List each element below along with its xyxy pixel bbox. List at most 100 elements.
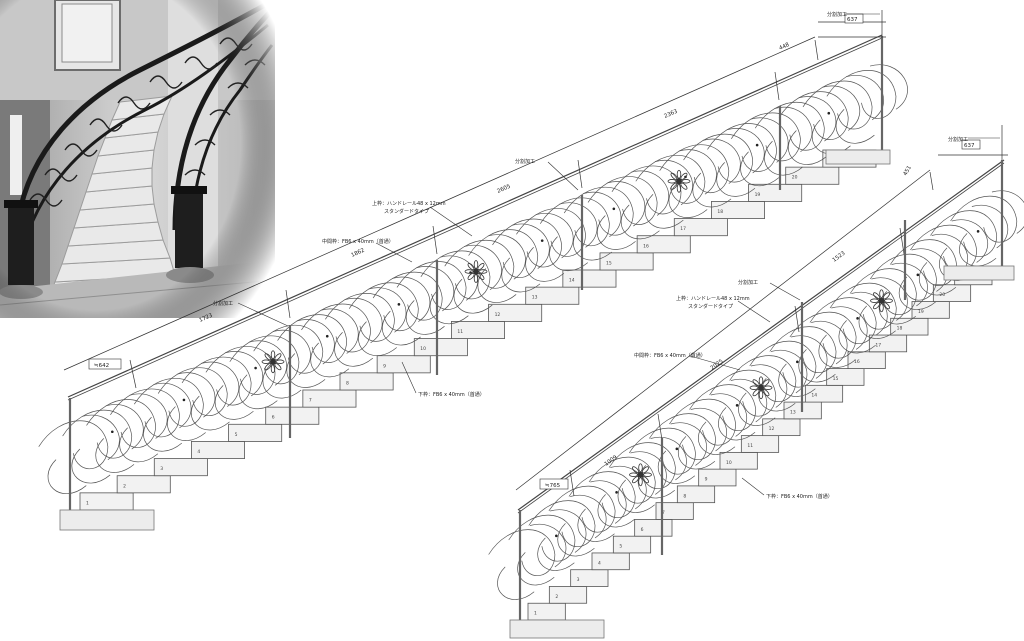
stair-b-scroll-ornament [709,364,788,441]
stair-b-step [740,435,780,453]
stair-a-step [376,355,431,374]
dim-b-3: 1523 [832,250,847,263]
label-a-bottom-rail: 下枠：FB6 x 40mm（首通） [418,391,485,398]
stair-a-rivet [397,303,401,306]
stair-b-step [591,552,630,571]
stair-a-scroll-ornament [659,138,741,218]
stair-a-scroll-ornament [635,149,717,229]
stair-b-step-number: 1 [534,611,537,617]
label-a-split-1: 分割加工 [213,300,233,307]
stair-a-scroll-ornament [492,213,574,293]
label-a-top-rail: 上枠：ハンドレール48 x 12mm [372,200,446,207]
stair-a-step [711,201,765,219]
stair-a-elevation: 123456789101112131415161718192021 [38,10,908,531]
dim-a-1: 1723 [198,312,214,323]
dim-b-0: ≒765 [545,483,561,489]
stair-b-step-number: 14 [811,393,817,399]
stair-b-scroll-ornament [488,523,567,600]
stair-a-scroll-ornament [301,297,383,378]
dim-a-2: 1862 [350,248,365,259]
stair-b-step-number: 13 [790,409,796,415]
stair-a-step [116,475,171,494]
staircase-photo [0,0,275,318]
stair-b-step-number: 9 [705,477,708,483]
stair-a-step-number: 19 [755,192,761,198]
stair-a-rivet [540,239,544,242]
stair-a-scroll-ornament [348,276,431,357]
stair-a-step-number: 7 [309,398,312,404]
stair-b-step [570,569,609,587]
label-a-top-rail-2: スタンダードタイプ [384,208,429,215]
stair-a-step-number: 2 [123,483,126,489]
label-a-mid-post: 中間枠：FB6 x 40mm（首通） [322,238,394,245]
stair-b-step [911,301,950,319]
stair-b-step [890,317,929,336]
stair-b-step-number: 2 [555,594,558,600]
stair-a-medallion [667,169,691,193]
stair-a-scroll-ornament [181,351,263,431]
stair-a-step-number: 1 [86,500,89,506]
label-b-split-2: 分割加工 [948,136,968,143]
stair-a-scroll-ornament [38,414,120,495]
label-b-mid-post: 中間枠：FB6 x 40mm（首通） [634,352,706,359]
dim-a-6: 637 [847,17,858,23]
stair-b-step-number: 6 [641,527,644,533]
dim-b-4: 451 [903,165,913,177]
stair-a-step [265,406,320,425]
stair-a-step-number: 11 [457,329,463,335]
stair-a-step [451,321,505,339]
stair-a-rivet [755,143,759,147]
stair-b-rivet [615,491,618,494]
stair-a-scroll-ornament [802,75,884,155]
label-a-split-2: 分割加工 [515,158,535,165]
stair-a-step-number: 15 [606,260,612,266]
stair-b-scroll-ornament [528,494,607,571]
dim-b-5: 637 [964,143,975,149]
stair-a-scroll-ornament [683,128,765,208]
stair-a-step [191,441,245,459]
stair-a-scroll-ornament [778,85,860,165]
stair-a-scroll-ornament [468,223,550,303]
stair-b-rivet [735,404,739,407]
stair-a-scroll-ornament [587,170,669,250]
stair-b-rivet [675,447,679,451]
stair-a-step [636,235,691,254]
stair-b-medallion [749,376,773,400]
stair-b-step-number: 19 [918,309,924,315]
stair-b-step-number: 3 [577,577,580,583]
stair-a-rivet [254,366,257,370]
stair-b-rivet [856,317,859,320]
stair-a-scroll-ornament [420,244,502,325]
stair-a-step-number: 10 [420,346,426,352]
stair-b-step [762,418,801,437]
stair-a-step-number: 13 [532,295,538,301]
stair-a-scroll-ornament [157,361,240,441]
stair-a-step-number: 14 [569,278,575,284]
stair-a-step-number: 12 [495,312,501,318]
stair-a-step-number: 8 [346,380,349,386]
stair-b-scroll-ornament [608,436,687,513]
stair-a-scroll-ornament [707,117,789,197]
stair-a-step-number: 18 [717,209,723,215]
stair-a-step [673,218,728,237]
stair-b-rivet [916,273,920,277]
stair-b-elevation: 123456789101112131415161718192021 [488,125,1024,639]
stair-b-step-number: 11 [747,443,753,449]
stair-a-step [599,252,654,271]
stair-a-scroll-ornament [205,340,287,420]
stair-a-scroll-ornament [516,202,598,282]
stair-b-scroll-ornament [588,451,667,528]
stair-b-scroll-ornament [769,320,848,397]
stair-b-step-number: 15 [833,376,839,382]
label-b-top-rail: 上枠：ハンドレール48 x 12mm [676,295,750,302]
stair-b-rivet [555,534,558,538]
stair-b-step [719,451,758,470]
stair-a-scroll-ornament [611,159,693,240]
dim-a-5: 448 [778,42,790,52]
stair-a-step [413,338,468,357]
stair-b-step-number: 17 [875,342,881,348]
stair-a-step [302,389,357,408]
stair-a-medallion [261,350,285,374]
dim-b-1: 1009 [604,454,619,467]
